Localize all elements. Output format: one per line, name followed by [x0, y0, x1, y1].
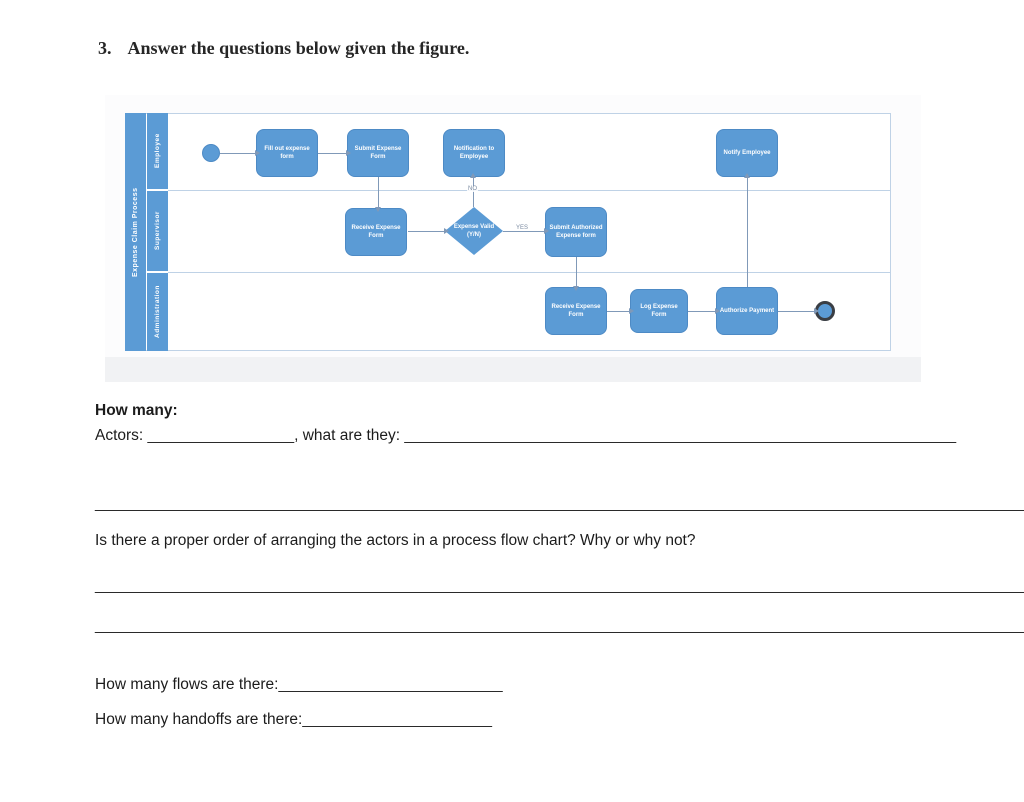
start-event-icon [202, 144, 220, 162]
task-label: Submit Expense Form [354, 145, 402, 160]
task-label: Receive Expense Form [551, 303, 601, 318]
edge-label-no: NO [467, 186, 478, 192]
task-receive-expense-form-supervisor: Receive Expense Form [345, 208, 407, 256]
edge-label-yes: YES [515, 225, 530, 231]
task-receive-expense-form-admin: Receive Expense Form [545, 287, 607, 335]
flow-authorize-to-notify-employee [744, 173, 750, 287]
task-label: Log Expense Form [640, 303, 678, 318]
question-number: 3. [98, 38, 112, 58]
flow-gateway-yes-to-submit-authorized [503, 228, 549, 234]
handoffs-question-line: How many handoffs are there:____________… [95, 711, 492, 729]
task-label: Notify Employee [723, 149, 771, 156]
handoffs-label: How many handoffs are there: [95, 711, 303, 728]
pool-title-bar: Expense Claim Process [125, 113, 146, 351]
order-question: Is there a proper order of arranging the… [95, 532, 696, 549]
lane-header-supervisor: Supervisor [147, 191, 168, 271]
lane-divider [168, 272, 891, 273]
figure-bottom-margin [105, 357, 921, 382]
what-are-they-blank: ________________________________________… [404, 427, 957, 444]
question-title-text: Answer the questions below given the fig… [127, 38, 470, 58]
task-label: Submit Authorized Expense form [549, 224, 603, 239]
flow-gateway-no-to-notification [470, 173, 476, 207]
actors-question-line: Actors: _________________, what are they… [95, 427, 956, 445]
task-submit-expense-form: Submit Expense Form [347, 129, 409, 177]
task-authorize-payment: Authorize Payment [716, 287, 778, 335]
task-label: Receive Expense Form [351, 224, 401, 239]
lane-header-employee: Employee [147, 113, 168, 189]
flows-blank: __________________________ [278, 676, 503, 693]
answer-line: ________________________________________… [95, 617, 1024, 634]
lane-header-administration: Administration [147, 273, 168, 351]
task-label: Notification to Employee [453, 145, 495, 160]
answer-line: ________________________________________… [95, 577, 1024, 594]
task-fill-out-expense-form: Fill out expense form [256, 129, 318, 177]
task-label: Fill out expense form [264, 145, 310, 160]
how-many-heading: How many: [95, 402, 178, 419]
flows-label: How many flows are there: [95, 676, 279, 693]
handoffs-blank: ______________________ [302, 711, 493, 728]
lane-divider [168, 190, 891, 191]
gateway-label: Expense Valid (Y/N) [453, 223, 495, 238]
actors-label: Actors: [95, 427, 144, 444]
flow-submit-to-receive-supervisor [375, 177, 381, 212]
task-submit-authorized-expense-form: Submit Authorized Expense form [545, 207, 607, 257]
what-are-they-label: , what are they: [294, 427, 401, 444]
process-flow-figure: Expense Claim Process Employee Superviso… [105, 95, 921, 382]
task-notify-employee: Notify Employee [716, 129, 778, 177]
task-label: Authorize Payment [719, 307, 775, 314]
actors-blank: _________________ [147, 427, 295, 444]
flow-log-to-authorize [688, 308, 720, 314]
flow-fill-out-to-submit [318, 150, 351, 156]
task-notification-to-employee: Notification to Employee [443, 129, 505, 177]
question-title: 3. Answer the questions below given the f… [98, 38, 469, 59]
flows-question-line: How many flows are there:_______________… [95, 676, 503, 694]
flow-start-to-fill-out [220, 150, 260, 156]
flow-receive-to-gateway [408, 228, 449, 234]
flow-receive-admin-to-log [607, 308, 634, 314]
flow-submit-authorized-to-receive-admin [573, 257, 579, 291]
flow-authorize-to-end [778, 308, 819, 314]
answer-line: ________________________________________… [95, 495, 1024, 512]
task-log-expense-form: Log Expense Form [630, 289, 688, 333]
